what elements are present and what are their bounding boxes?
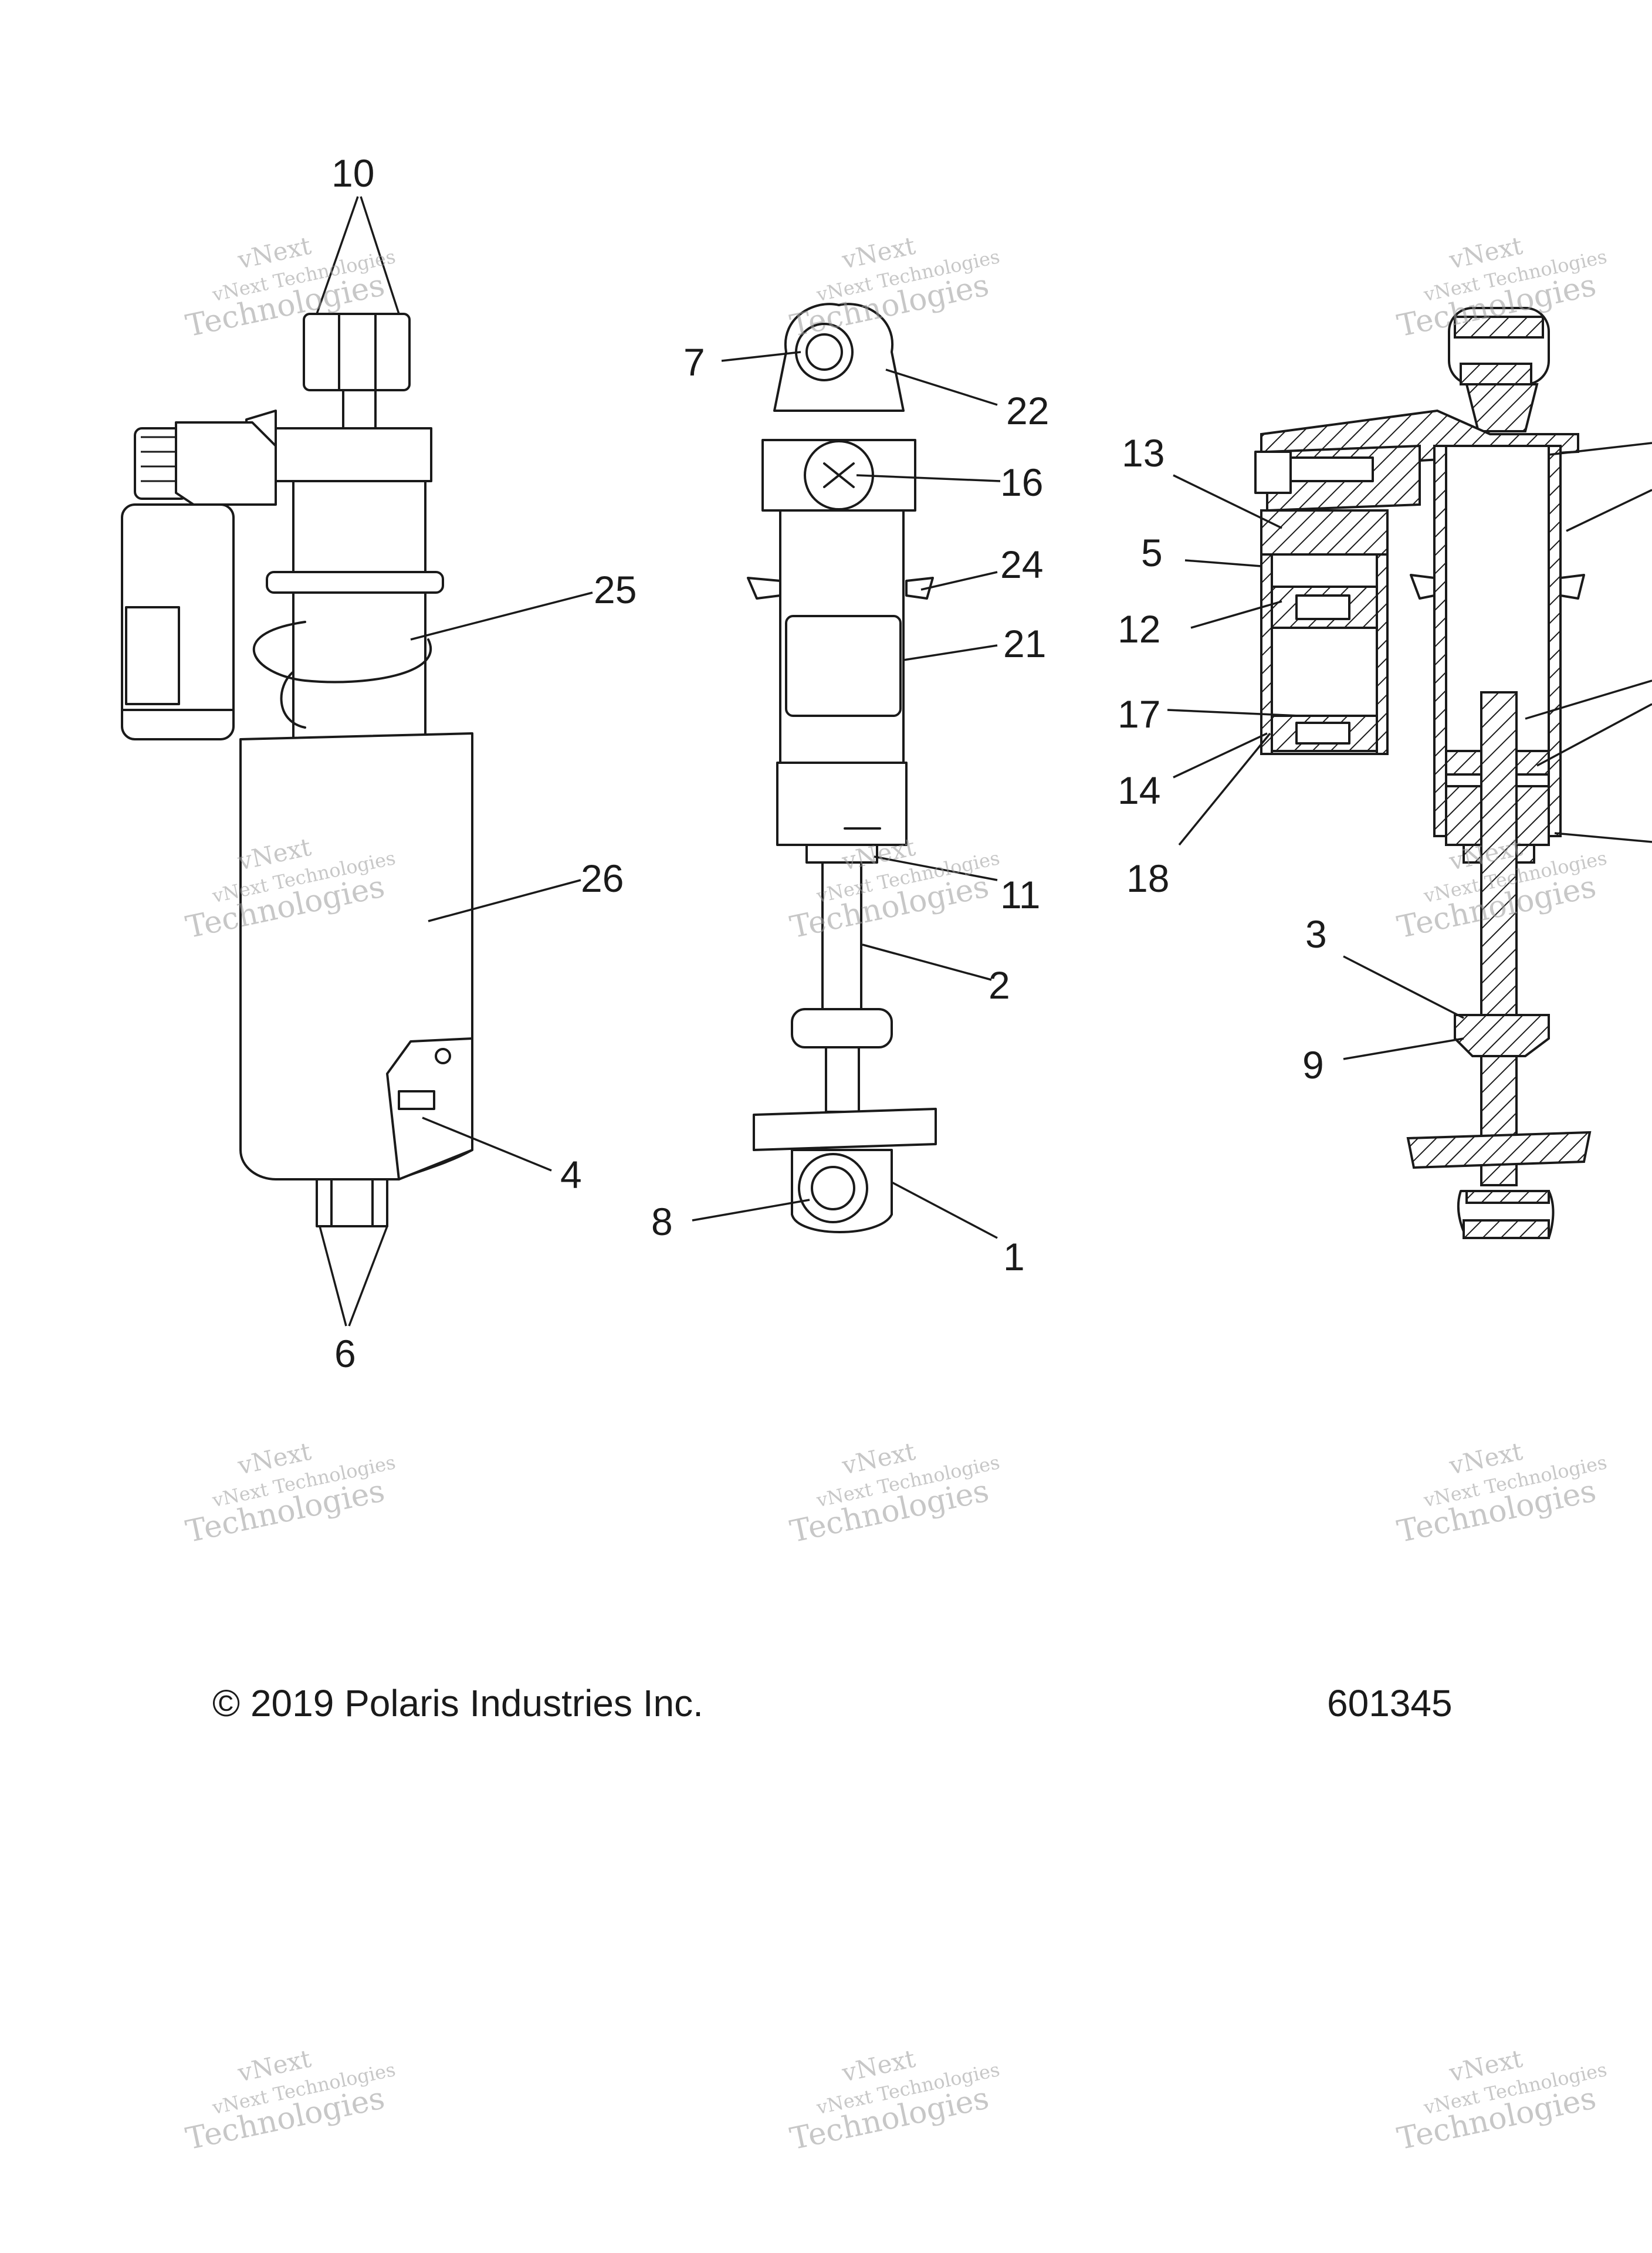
watermark: vNext vNext Technologies Technologies — [787, 1437, 1002, 1550]
callout-13: 13 — [1122, 431, 1164, 475]
watermark: vNext vNext Technologies Technologies — [787, 2044, 1002, 2157]
shock-assembly-left — [121, 313, 473, 1227]
watermark: vNext vNext Technologies Technologies — [787, 231, 1002, 344]
shock-assembly-center — [747, 303, 937, 1233]
callout-24: 24 — [1000, 543, 1043, 586]
footer: © 2019 Polaris Industries Inc. 601345 — [212, 1682, 1453, 1724]
callout-9: 9 — [1302, 1043, 1324, 1087]
watermark: vNext vNext Technologies Technologies — [1394, 231, 1609, 344]
callout-1: 1 — [1003, 1235, 1025, 1278]
callout-11: 11 — [1000, 873, 1041, 916]
shock-cross-section — [1254, 307, 1592, 1239]
callout-22: 22 — [1006, 389, 1049, 432]
callout-18: 18 — [1126, 857, 1169, 900]
watermark: vNext vNext Technologies Technologies — [183, 2044, 398, 2157]
callout-14: 14 — [1118, 769, 1160, 812]
copyright-text: © 2019 Polaris Industries Inc. — [212, 1682, 703, 1724]
callout-2: 2 — [989, 963, 1010, 1007]
callout-25: 25 — [594, 568, 637, 611]
callout-labels: 10 7 22 16 24 21 25 26 11 2 4 8 1 6 13 5… — [331, 151, 1327, 1375]
callout-5: 5 — [1141, 531, 1163, 574]
callout-12: 12 — [1118, 607, 1160, 651]
watermark: vNext vNext Technologies Technologies — [1394, 2044, 1609, 2157]
callout-10: 10 — [331, 151, 374, 195]
figure-number: 601345 — [1327, 1682, 1453, 1724]
callout-17: 17 — [1118, 692, 1160, 736]
callout-4: 4 — [560, 1153, 582, 1196]
callout-26: 26 — [581, 857, 624, 900]
callout-3: 3 — [1305, 912, 1327, 956]
leader-lines — [316, 196, 1652, 1327]
callout-21: 21 — [1003, 622, 1046, 665]
watermark: vNext vNext Technologies Technologies — [1394, 1437, 1609, 1550]
callout-6: 6 — [334, 1332, 356, 1375]
callout-16: 16 — [1000, 461, 1043, 504]
callout-8: 8 — [651, 1200, 673, 1243]
watermark: vNext vNext Technologies Technologies — [183, 1437, 398, 1550]
callout-7: 7 — [683, 340, 705, 384]
